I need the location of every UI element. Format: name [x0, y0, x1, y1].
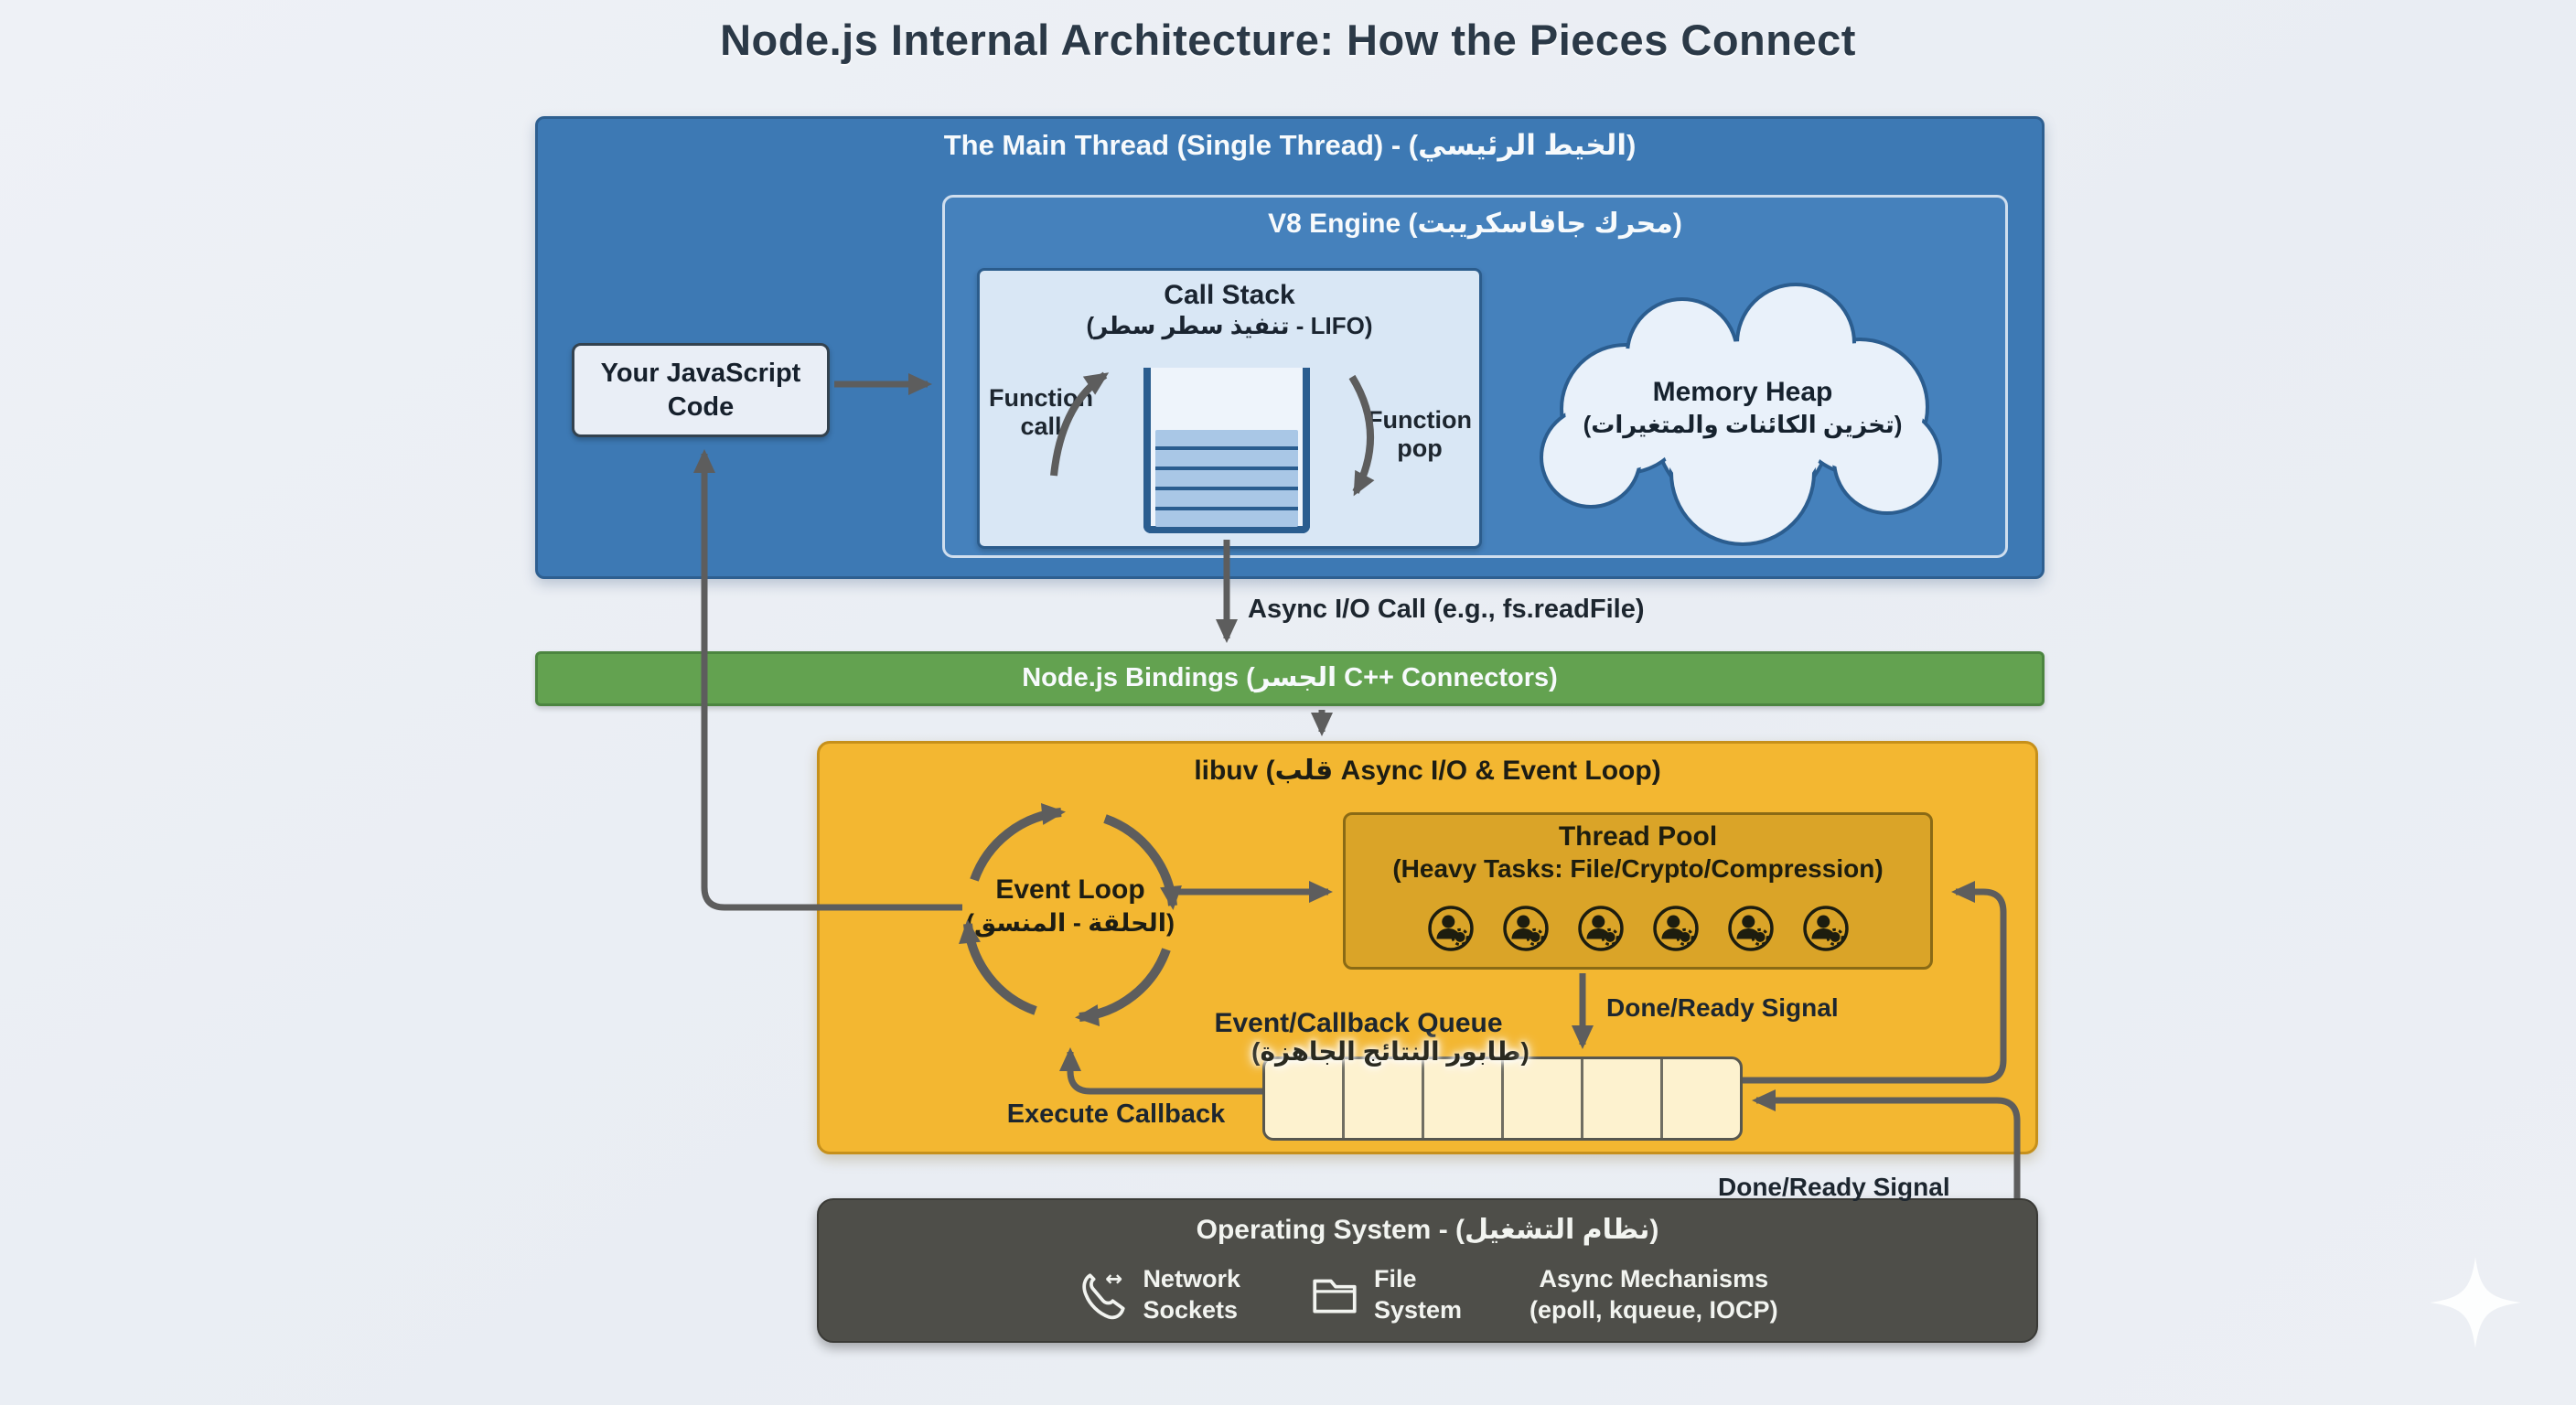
done-ready-signal-pool-label: Done/Ready Signal	[1606, 993, 1839, 1022]
libuv-name: libuv	[1194, 756, 1259, 786]
nodejs-bindings-label: Node.js Bindings (الجسر C++ Connectors)	[1022, 663, 1558, 692]
worker-thread-icon	[1802, 906, 1849, 951]
async-mechanisms-item: Async Mechanisms(epoll, kqueue, IOCP)	[1530, 1265, 1778, 1324]
thread-pool-subtitle: (Heavy Tasks: File/Crypto/Compression)	[1392, 854, 1884, 883]
worker-thread-icon	[1577, 906, 1624, 951]
event-callback-queue-title: Event/Callback Queue	[1214, 1008, 1503, 1038]
event-callback-queue-box	[1262, 1056, 1743, 1141]
call-stack-title: Call Stack	[1164, 280, 1295, 310]
thread-pool-title: Thread Pool	[1558, 821, 1718, 852]
page-title: Node.js Internal Architecture: How the P…	[720, 16, 1856, 64]
async-io-call-label: Async I/O Call (e.g., fs.readFile)	[1248, 595, 1645, 624]
worker-thread-icon	[1502, 906, 1549, 951]
your-javascript-code-label: Your JavaScript Code	[600, 359, 801, 422]
thread-pool-workers	[1352, 900, 1924, 957]
worker-thread-icon	[1652, 906, 1699, 951]
execute-callback-label: Execute Callback	[1006, 1099, 1226, 1129]
done-ready-signal-os-label: Done/Ready Signal	[1718, 1173, 1950, 1201]
worker-thread-icon	[1427, 906, 1474, 951]
svg-text:↔: ↔	[1106, 1269, 1123, 1292]
main-thread-label: The Main Thread (Single Thread) - (الخيط…	[943, 129, 1637, 161]
memory-heap-cloud	[1540, 283, 1942, 546]
call-stack-subtitle: (تنفيذ سطر سطر - LIFO)	[1086, 312, 1373, 339]
sparkle-icon	[2430, 1257, 2521, 1348]
operating-system-label: Operating System - (نظام التشغيل)	[1196, 1215, 1659, 1245]
memory-heap-title: Memory Heap	[1652, 377, 1833, 407]
your-javascript-code-box: Your JavaScript Code	[572, 343, 830, 437]
libuv-label: libuv (قلب Async I/O & Event Loop)	[817, 756, 2038, 788]
operating-system-box	[817, 1198, 2038, 1343]
memory-heap-subtitle: (تخزين الكائنات والمتغيرات)	[1583, 411, 1903, 438]
v8-engine-label: V8 Engine (محرك جافاسكريبت)	[1268, 209, 1682, 239]
function-call-label: Function call	[989, 384, 1093, 441]
event-loop-title: Event Loop	[995, 874, 1145, 905]
libuv-label-rest: (قلب Async I/O & Event Loop)	[1258, 756, 1661, 786]
function-pop-label: Function pop	[1368, 406, 1472, 463]
folder-icon	[1313, 1279, 1357, 1314]
event-loop-subtitle: (الحلقة - المنسق)	[965, 909, 1175, 937]
worker-thread-icon	[1727, 906, 1774, 951]
call-stack-frames	[1155, 430, 1298, 527]
phone-network-icon: ↔	[1082, 1269, 1126, 1320]
event-callback-queue-subtitle: (طابور النتائج الجاهزة)	[1251, 1037, 1530, 1066]
